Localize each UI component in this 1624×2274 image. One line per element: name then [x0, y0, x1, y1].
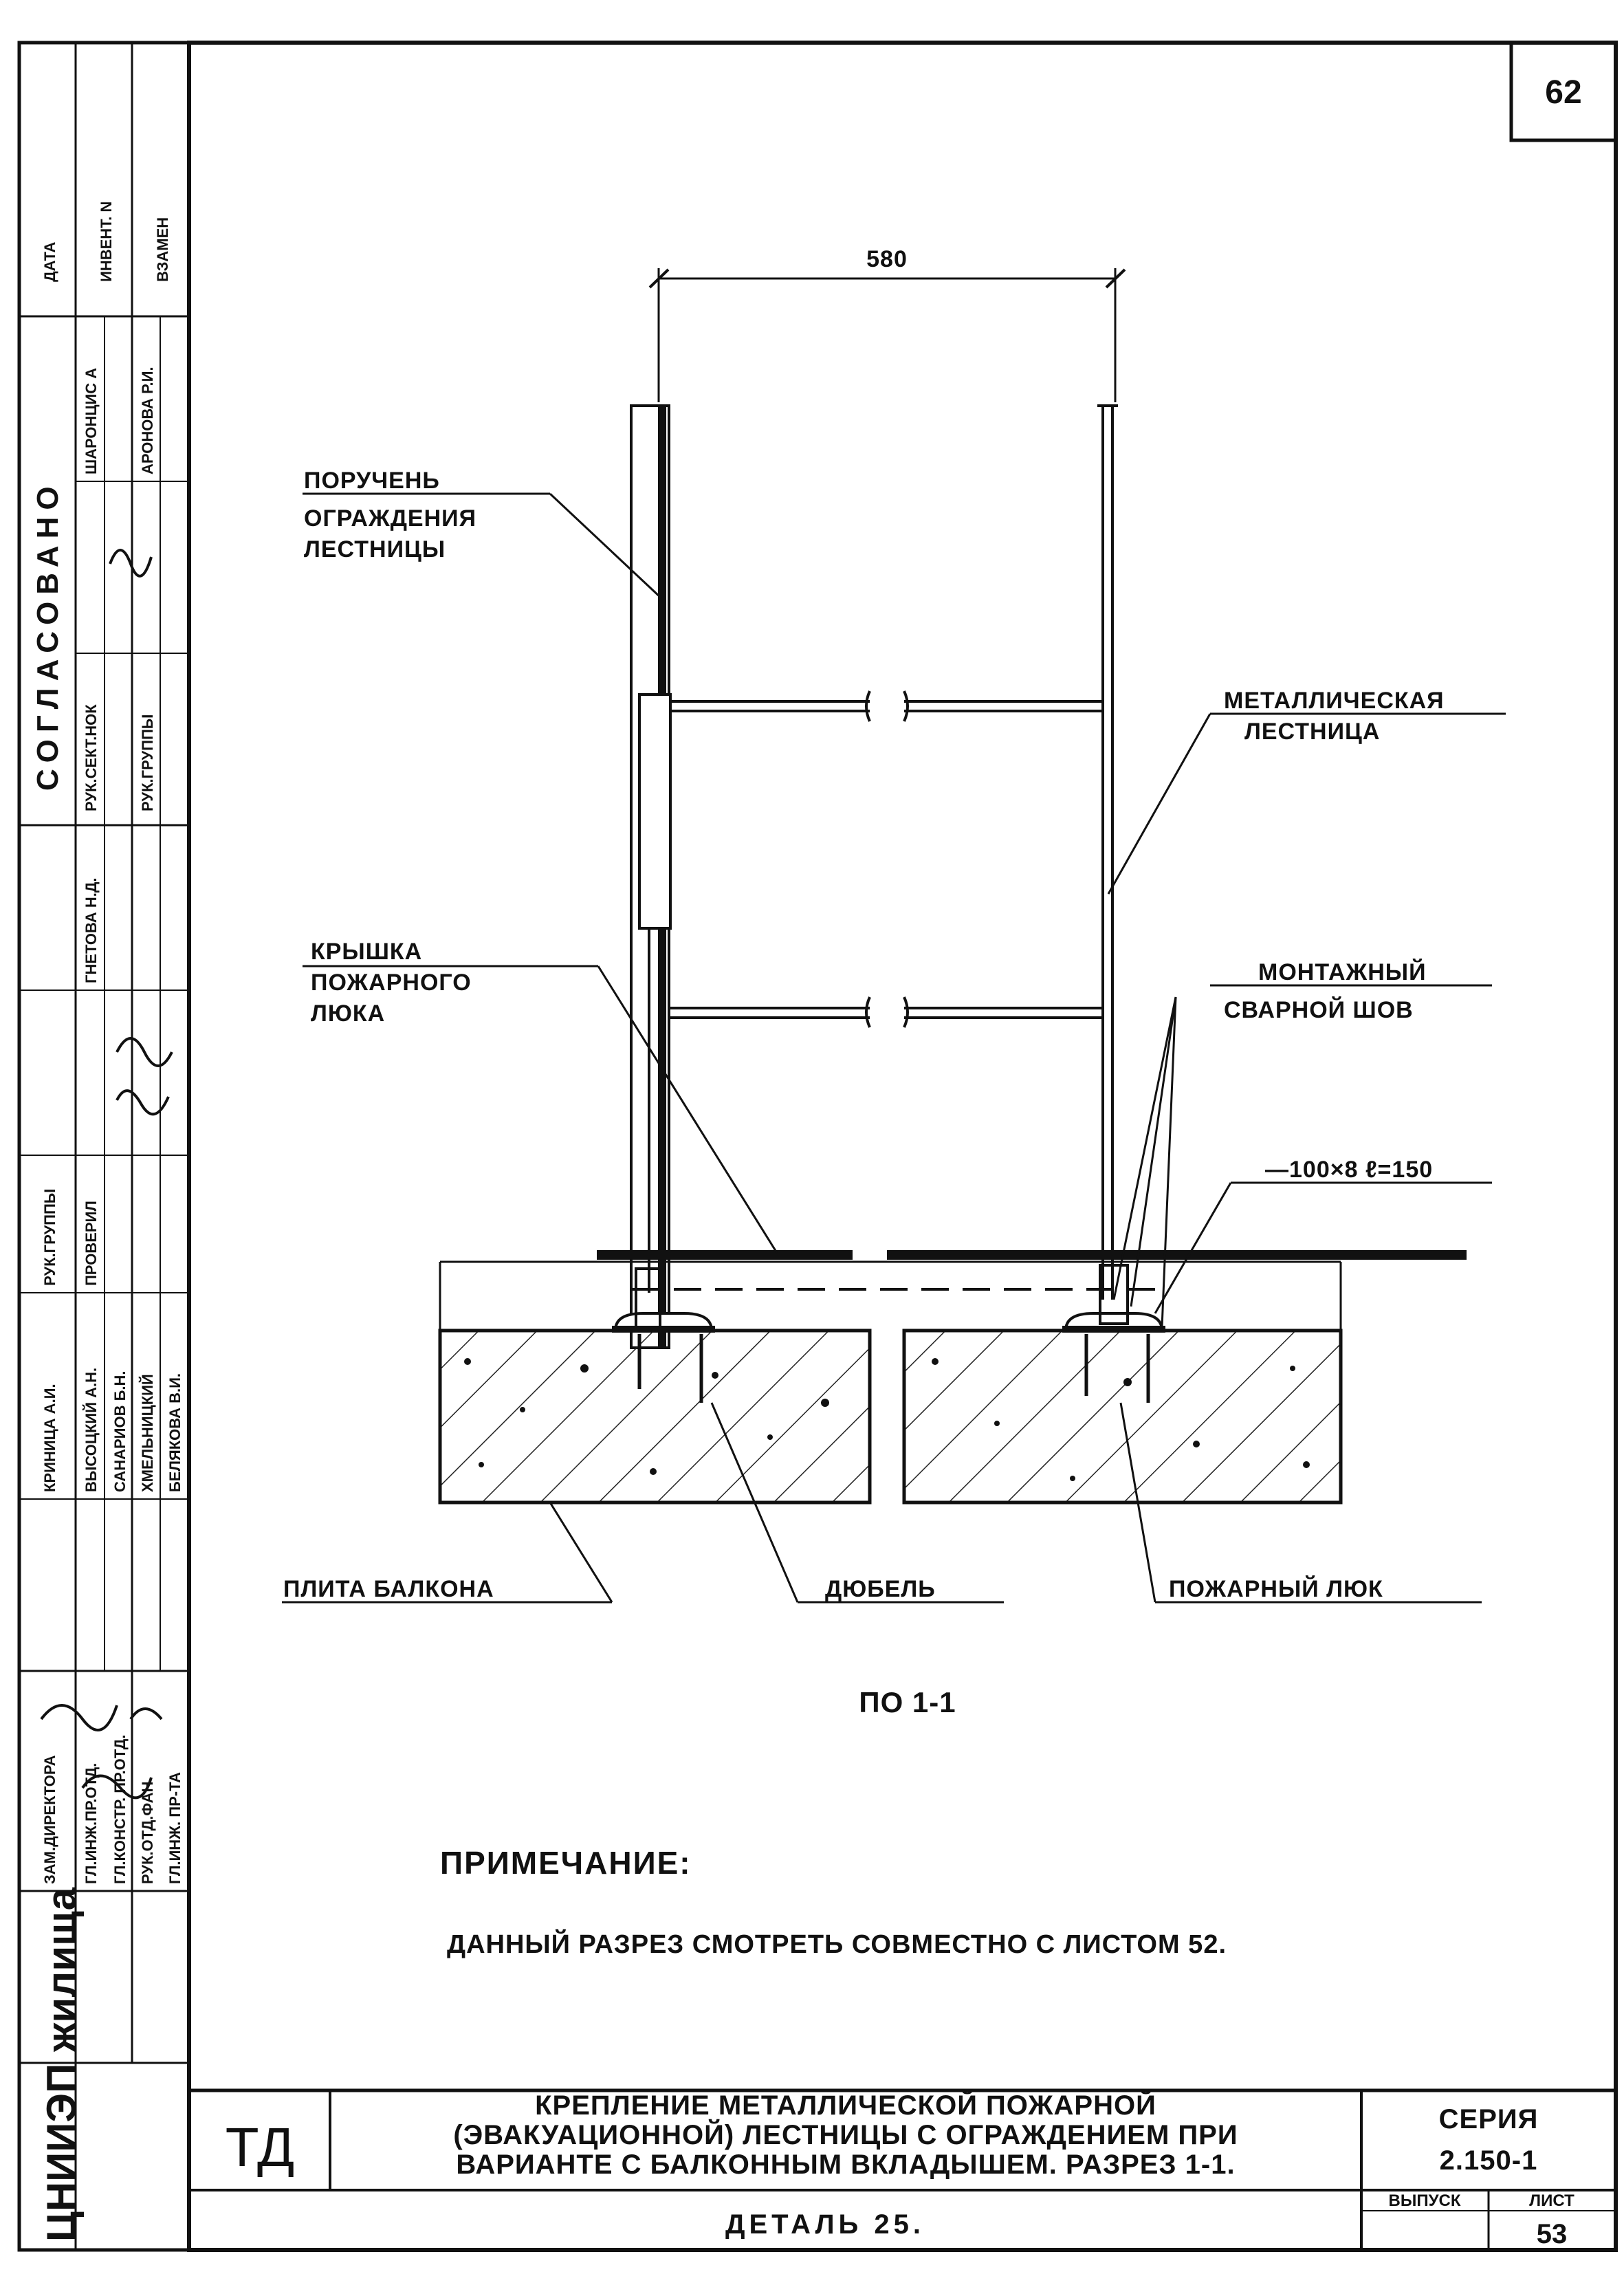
dimension-value: 580 [866, 246, 908, 272]
note-text: ДАННЫЙ РАЗРЕЗ СМОТРЕТЬ СОВМЕСТНО С ЛИСТО… [447, 1928, 1227, 1959]
detail-label: ДЕТАЛЬ 25. [725, 2209, 925, 2240]
series-label: СЕРИЯ [1439, 2104, 1539, 2134]
corner-sheet-number: 62 [1545, 74, 1581, 111]
section-drawing: 580 [282, 246, 1506, 1718]
stamp-role-6: РУК.ГРУППЫ [41, 1189, 58, 1286]
stamp-name-3: САНАРИОВ Б.Н. [111, 1370, 129, 1492]
label-metal-ladder-2: ЛЕСТНИЦА [1244, 719, 1380, 745]
ladder-rung [670, 996, 1103, 1028]
label-handrail-3: ЛЕСТНИЦЫ [304, 536, 446, 562]
stamp-inventory: ИНВЕНТ. N [98, 201, 115, 282]
label-balcony-slab: ПЛИТА БАЛКОНА [283, 1576, 494, 1602]
screed-layer [439, 1260, 1342, 1331]
hatch-cover-plate [597, 1250, 1467, 1260]
stamp-role-4: РУК.ОТД.ФАН [139, 1782, 156, 1884]
stamp-role-5: ГЛ.ИНЖ. ПР-ТА [166, 1772, 184, 1884]
sheet-frame [187, 41, 1618, 2252]
issue-label: ВЫПУСК [1389, 2191, 1461, 2210]
label-hatch-cover-2: ПОЖАРНОГО [311, 970, 472, 996]
title-line-3: ВАРИАНТЕ С БАЛКОННЫМ ВКЛАДЫШЕМ. РАЗРЕЗ 1… [456, 2150, 1235, 2180]
stamp-replaces: ВЗАМЕН [154, 217, 171, 282]
series-value: 2.150-1 [1440, 2145, 1538, 2176]
anchor-plate-left [612, 1267, 715, 1403]
handrail-post [630, 404, 672, 1349]
ladder-rung [670, 690, 1103, 722]
stamp-name-6: ГНЕТОВА Н.Д. [83, 877, 100, 983]
leader-lines [282, 492, 1506, 1604]
signature-mark [40, 1704, 163, 1800]
balcony-slab-left [438, 1329, 872, 1505]
label-fire-hatch: ПОЖАРНЫЙ ЛЮК [1169, 1575, 1383, 1602]
stamp-role-2: ГЛ.ИНЖ.ПР.ОТД. [83, 1763, 100, 1884]
stamp-role-7: ПРОВЕРИЛ [83, 1201, 100, 1286]
signature-mark [116, 1037, 173, 1116]
label-weld-2: СВАРНОЙ ШОВ [1224, 996, 1414, 1023]
signature-mark [109, 549, 153, 578]
stamp-name-4: ХМЕЛЬНИЦКИЙ [139, 1374, 156, 1492]
label-handrail-2: ОГРАЖДЕНИЯ [304, 505, 476, 532]
title-block: ТД КРЕПЛЕНИЕ МЕТАЛЛИЧЕСКОЙ ПОЖАРНОЙ (ЭВА… [189, 2088, 1616, 2250]
title-line-1: КРЕПЛЕНИЕ МЕТАЛЛИЧЕСКОЙ ПОЖАРНОЙ [535, 2089, 1156, 2121]
dimension-line: 580 [648, 246, 1126, 402]
stamp-role-1: ЗАМ.ДИРЕКТОРА [41, 1755, 58, 1884]
corner-sheet-box: 62 [1509, 41, 1618, 142]
approval-name-1: ШАРОНЦИС А [83, 368, 100, 474]
stamp-org: ЦНИИЭП жилища [39, 1887, 85, 2242]
stamp-name-2: ВЫСОЦКИЙ А.Н. [83, 1368, 100, 1492]
label-hatch-cover-1: КРЫШКА [311, 939, 422, 965]
approval-name-2: АРОНОВА Р.И. [139, 367, 156, 474]
concrete-speckles [464, 1358, 1310, 1481]
sheet-value: 53 [1537, 2219, 1568, 2249]
stamp-date: ДАТА [41, 241, 58, 282]
stamp-approved-title: СОГЛАСОВАНО [31, 479, 65, 791]
label-weld-1: МОНТАЖНЫЙ [1258, 959, 1427, 985]
approval-role-1: РУК.СЕКТ.НОК [83, 704, 100, 811]
stamp-role-3: ГЛ.КОНСТР. ПР.ОТД. [111, 1735, 129, 1884]
label-handrail-1: ПОРУЧЕНЬ [304, 468, 440, 494]
label-hatch-cover-3: ЛЮКА [311, 1001, 385, 1027]
note-heading: ПРИМЕЧАНИЕ: [440, 1845, 692, 1881]
stamp-name-5: БЕЛЯКОВА В.И. [166, 1373, 184, 1492]
title-line-2: (ЭВАКУАЦИОННОЙ) ЛЕСТНИЦЫ С ОГРАЖДЕНИЕМ П… [453, 2119, 1238, 2150]
label-metal-ladder-1: МЕТАЛЛИЧЕСКАЯ [1224, 688, 1445, 714]
left-stamp: ДАТА ИНВЕНТ. N ВЗАМЕН СОГЛАСОВАНО РУК.СЕ… [17, 41, 191, 2252]
stamp-name-1: КРИНИЦА А.И. [41, 1384, 58, 1492]
anchor-plate-right [1062, 1264, 1165, 1403]
title-code: ТД [226, 2117, 294, 2178]
section-label: ПО 1-1 [859, 1686, 956, 1718]
sheet-label: ЛИСТ [1529, 2191, 1574, 2210]
label-plate-size: —100×8 ℓ=150 [1265, 1157, 1433, 1183]
approval-role-2: РУК.ГРУППЫ [139, 714, 156, 811]
label-dowel: ДЮБЕЛЬ [825, 1576, 936, 1602]
